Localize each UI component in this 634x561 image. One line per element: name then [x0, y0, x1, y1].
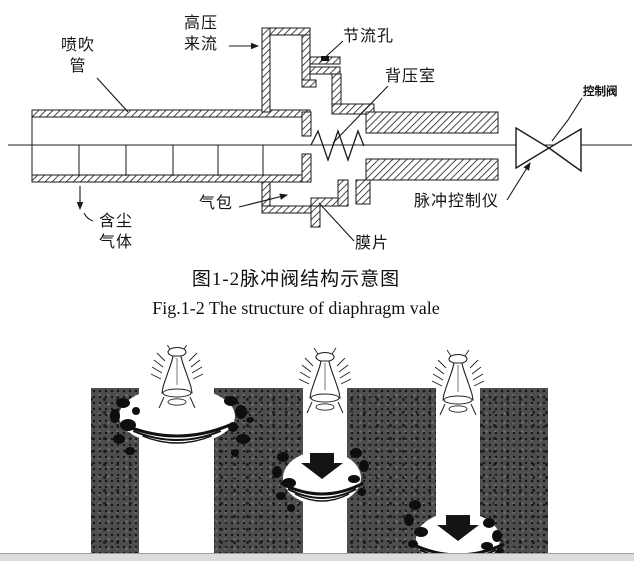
throttle-hole: [309, 56, 341, 75]
label-air-bag: 气包: [199, 193, 234, 212]
spring: [310, 129, 365, 162]
control-valve-symbol: [515, 126, 582, 173]
label-dusty-gas: 含尘 气体: [98, 211, 133, 251]
spray-nozzle-2: [298, 347, 352, 414]
valve-structure-diagram: [8, 27, 632, 242]
pulse-cleaning-photo: [85, 345, 634, 561]
air-bag-box: [261, 179, 349, 228]
label-high-pressure-inflow: 高压 来流: [184, 13, 219, 53]
dust-blobs: [110, 396, 504, 554]
photo-overlay: [110, 345, 506, 561]
valve-body: [301, 73, 375, 205]
caption-chinese: 图1-2脉冲阀结构示意图: [191, 269, 401, 290]
label-control-valve: 控制阀: [583, 84, 618, 98]
label-diaphragm: 膜片: [355, 233, 390, 252]
inlet-chamber: [261, 27, 317, 113]
label-blow-pipe: 喷吹 管: [60, 35, 95, 75]
figure-caption: 图1-2脉冲阀结构示意图 Fig.1-2 The structure of di…: [0, 264, 592, 319]
blow-pipe: [31, 109, 311, 183]
outlet-pipe: [365, 111, 499, 181]
pulse-arrow-2: [301, 453, 343, 479]
label-throttle-hole: 节流孔: [343, 26, 395, 45]
label-pulse-controller: 脉冲控制仪: [414, 191, 500, 210]
pulse-wave-arcs-1: [122, 423, 232, 445]
spray-nozzle-3: [431, 349, 485, 416]
label-back-pressure-chamber: 背压室: [385, 66, 437, 85]
caption-english: Fig.1-2 The structure of diaphragm vale: [152, 298, 440, 318]
leader-lines: [76, 40, 583, 242]
pulse-arrow-3: [437, 515, 479, 541]
page-bottom-strip: [0, 553, 634, 561]
spray-nozzle-1: [150, 345, 204, 409]
